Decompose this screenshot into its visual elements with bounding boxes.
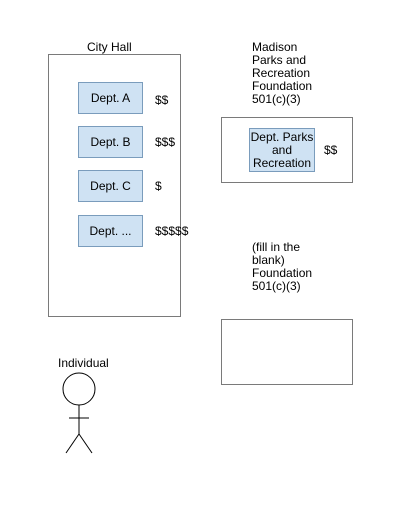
dept-c-label: Dept. C [90, 178, 131, 193]
dept-a-amount: $$ [155, 93, 169, 107]
dept-parks-label: Dept. Parks and Recreation [250, 129, 314, 170]
stick-figure-head [62, 372, 96, 406]
dept-c-box: Dept. C [78, 170, 143, 202]
dept-other-box: Dept. ... [78, 215, 143, 247]
dept-other-amount: $$$$$ [155, 224, 189, 238]
dept-c-amount: $ [155, 179, 162, 193]
city-hall-title: City Hall [87, 40, 132, 54]
dept-other-label: Dept. ... [89, 223, 132, 238]
dept-parks-amount: $$ [324, 143, 338, 157]
stick-figure-right-leg [78, 433, 93, 454]
individual-label: Individual [58, 356, 109, 370]
dept-a-box: Dept. A [78, 82, 143, 114]
blank-foundation-container [221, 319, 353, 385]
dept-parks-box: Dept. Parks and Recreation [249, 128, 315, 172]
dept-b-box: Dept. B [78, 126, 143, 158]
stick-figure-icon [62, 372, 96, 454]
dept-b-label: Dept. B [90, 134, 131, 149]
blank-foundation-title: (fill in the blank) Foundation 501(c)(3) [252, 240, 313, 293]
dept-a-label: Dept. A [90, 90, 131, 105]
stick-figure-left-leg [65, 433, 80, 454]
dept-b-amount: $$$ [155, 135, 176, 149]
madison-foundation-title: Madison Parks and Recreation Foundation … [252, 40, 313, 106]
